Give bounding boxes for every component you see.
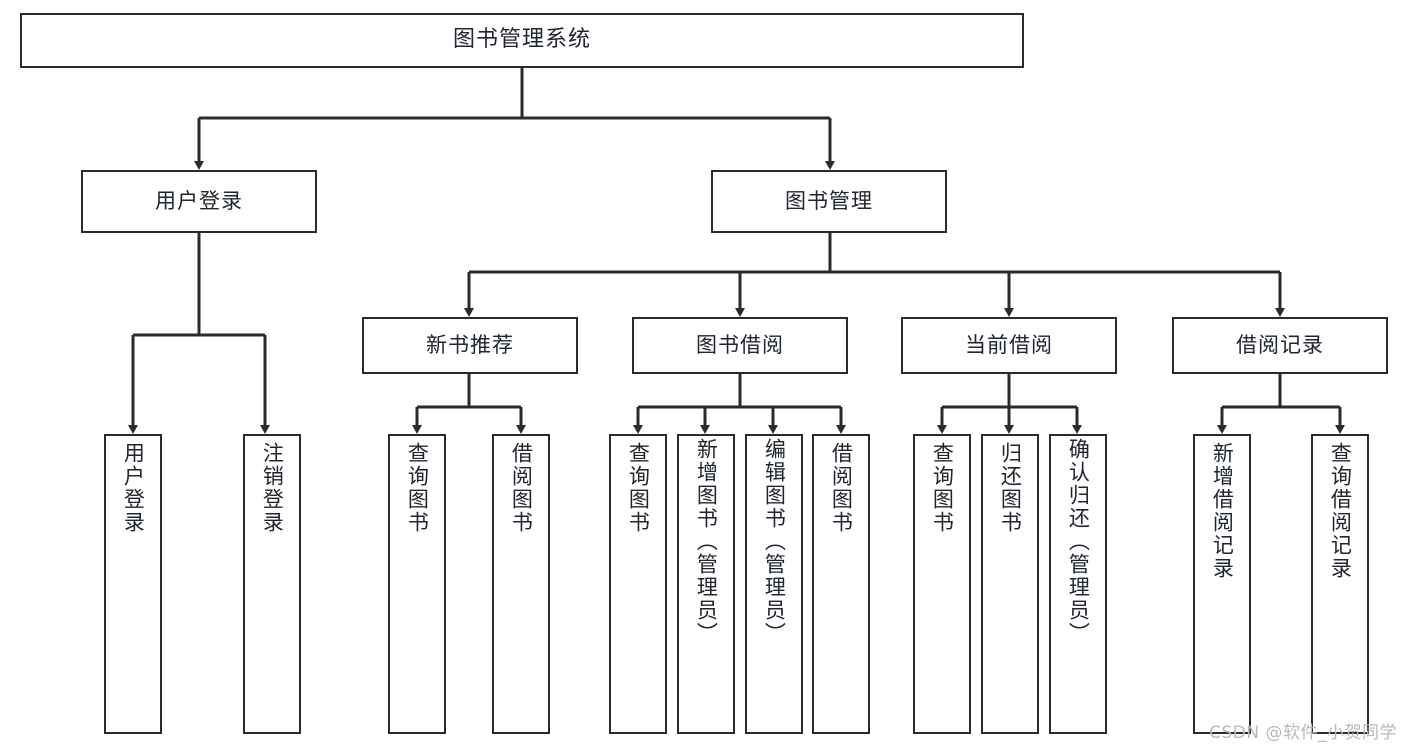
node-book-management[interactable]: 图书管理 bbox=[711, 170, 947, 233]
leaf-user-login[interactable]: 用户登录 bbox=[104, 434, 162, 734]
leaf-query-record[interactable]: 查询借阅记录 bbox=[1311, 434, 1369, 734]
leaf-edit-book-label: 编辑图书（管理员） bbox=[762, 438, 787, 645]
leaf-add-book-label: 新增图书（管理员） bbox=[694, 438, 719, 645]
leaf-confirm-return[interactable]: 确认归还（管理员） bbox=[1049, 434, 1107, 734]
node-borrow-record[interactable]: 借阅记录 bbox=[1172, 317, 1388, 374]
node-current-borrow-label: 当前借阅 bbox=[965, 332, 1053, 357]
node-new-book-recommend[interactable]: 新书推荐 bbox=[362, 317, 578, 374]
leaf-query-book-1[interactable]: 查询图书 bbox=[388, 434, 446, 734]
leaf-add-book[interactable]: 新增图书（管理员） bbox=[677, 434, 735, 734]
leaf-user-login-label: 用户登录 bbox=[121, 442, 146, 534]
leaf-query-book-2-label: 查询图书 bbox=[626, 442, 651, 534]
leaf-edit-book[interactable]: 编辑图书（管理员） bbox=[745, 434, 803, 734]
node-book-borrow-label: 图书借阅 bbox=[696, 332, 784, 357]
leaf-return-book[interactable]: 归还图书 bbox=[981, 434, 1039, 734]
leaf-user-logout-label: 注销登录 bbox=[260, 442, 285, 534]
leaf-confirm-return-label: 确认归还（管理员） bbox=[1066, 438, 1091, 645]
node-new-book-recommend-label: 新书推荐 bbox=[426, 332, 514, 357]
node-user-login[interactable]: 用户登录 bbox=[81, 170, 317, 233]
leaf-user-logout[interactable]: 注销登录 bbox=[243, 434, 301, 734]
leaf-borrow-book-2[interactable]: 借阅图书 bbox=[812, 434, 870, 734]
leaf-query-book-3[interactable]: 查询图书 bbox=[913, 434, 971, 734]
leaf-query-book-3-label: 查询图书 bbox=[930, 442, 955, 534]
leaf-return-book-label: 归还图书 bbox=[998, 442, 1023, 534]
node-root[interactable]: 图书管理系统 bbox=[20, 13, 1024, 68]
leaf-query-record-label: 查询借阅记录 bbox=[1328, 442, 1353, 580]
leaf-add-record[interactable]: 新增借阅记录 bbox=[1193, 434, 1251, 734]
leaf-borrow-book-2-label: 借阅图书 bbox=[829, 442, 854, 534]
leaf-add-record-label: 新增借阅记录 bbox=[1210, 442, 1235, 580]
leaf-query-book-2[interactable]: 查询图书 bbox=[609, 434, 667, 734]
leaf-query-book-1-label: 查询图书 bbox=[405, 442, 430, 534]
node-root-label: 图书管理系统 bbox=[452, 27, 591, 53]
node-user-login-label: 用户登录 bbox=[155, 188, 243, 213]
leaf-borrow-book-1-label: 借阅图书 bbox=[509, 442, 534, 534]
node-current-borrow[interactable]: 当前借阅 bbox=[901, 317, 1117, 374]
node-book-borrow[interactable]: 图书借阅 bbox=[632, 317, 848, 374]
node-book-management-label: 图书管理 bbox=[785, 188, 873, 213]
node-borrow-record-label: 借阅记录 bbox=[1236, 332, 1324, 357]
leaf-borrow-book-1[interactable]: 借阅图书 bbox=[492, 434, 550, 734]
